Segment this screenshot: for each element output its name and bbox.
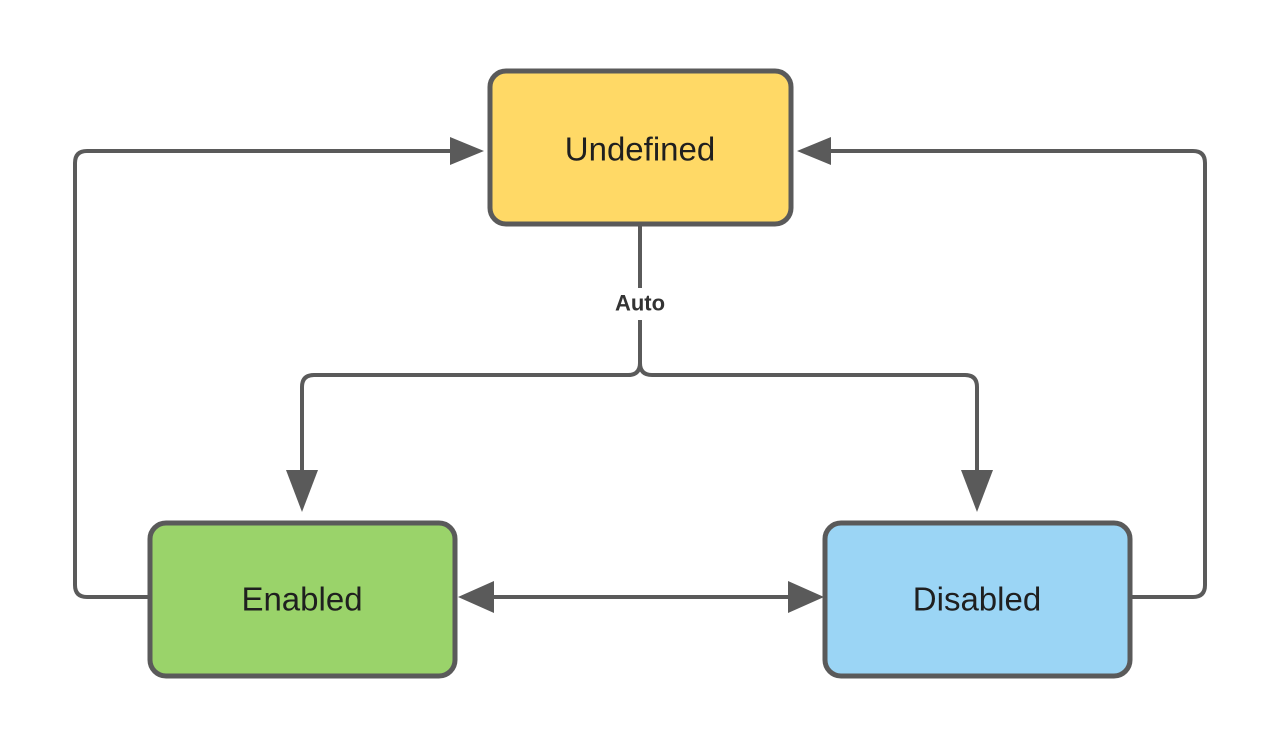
state-node-disabled-shape[interactable] [822, 520, 1133, 679]
arrowhead-into-enabled-top [286, 470, 318, 512]
edge-path-auto-left-branch [300, 320, 642, 470]
edge-enabled-disabled-bidirectional [458, 581, 824, 613]
edge-disabled-to-undefined [797, 137, 1207, 599]
state-node-undefined-shape[interactable] [487, 68, 794, 227]
arrowhead-into-disabled-left [788, 581, 824, 613]
edge-path-enabled-to-undefined [73, 149, 452, 599]
edge-label-auto: Auto [615, 291, 665, 316]
arrowhead-into-undefined-right [797, 137, 831, 165]
arrowhead-into-undefined-left [450, 137, 484, 165]
edge-path-auto-right-branch [638, 362, 979, 470]
state-node-enabled-shape[interactable] [147, 520, 458, 679]
edge-enabled-to-undefined [73, 137, 484, 599]
edge-path-disabled-to-undefined [829, 149, 1207, 599]
state-node-disabled[interactable]: Disabled [822, 520, 1133, 679]
state-node-undefined[interactable]: Undefined [487, 68, 794, 227]
edge-auto-branch: Auto [286, 224, 993, 512]
arrowhead-into-disabled-top [961, 470, 993, 512]
state-node-enabled[interactable]: Enabled [147, 520, 458, 679]
arrowhead-into-enabled-right [458, 581, 494, 613]
